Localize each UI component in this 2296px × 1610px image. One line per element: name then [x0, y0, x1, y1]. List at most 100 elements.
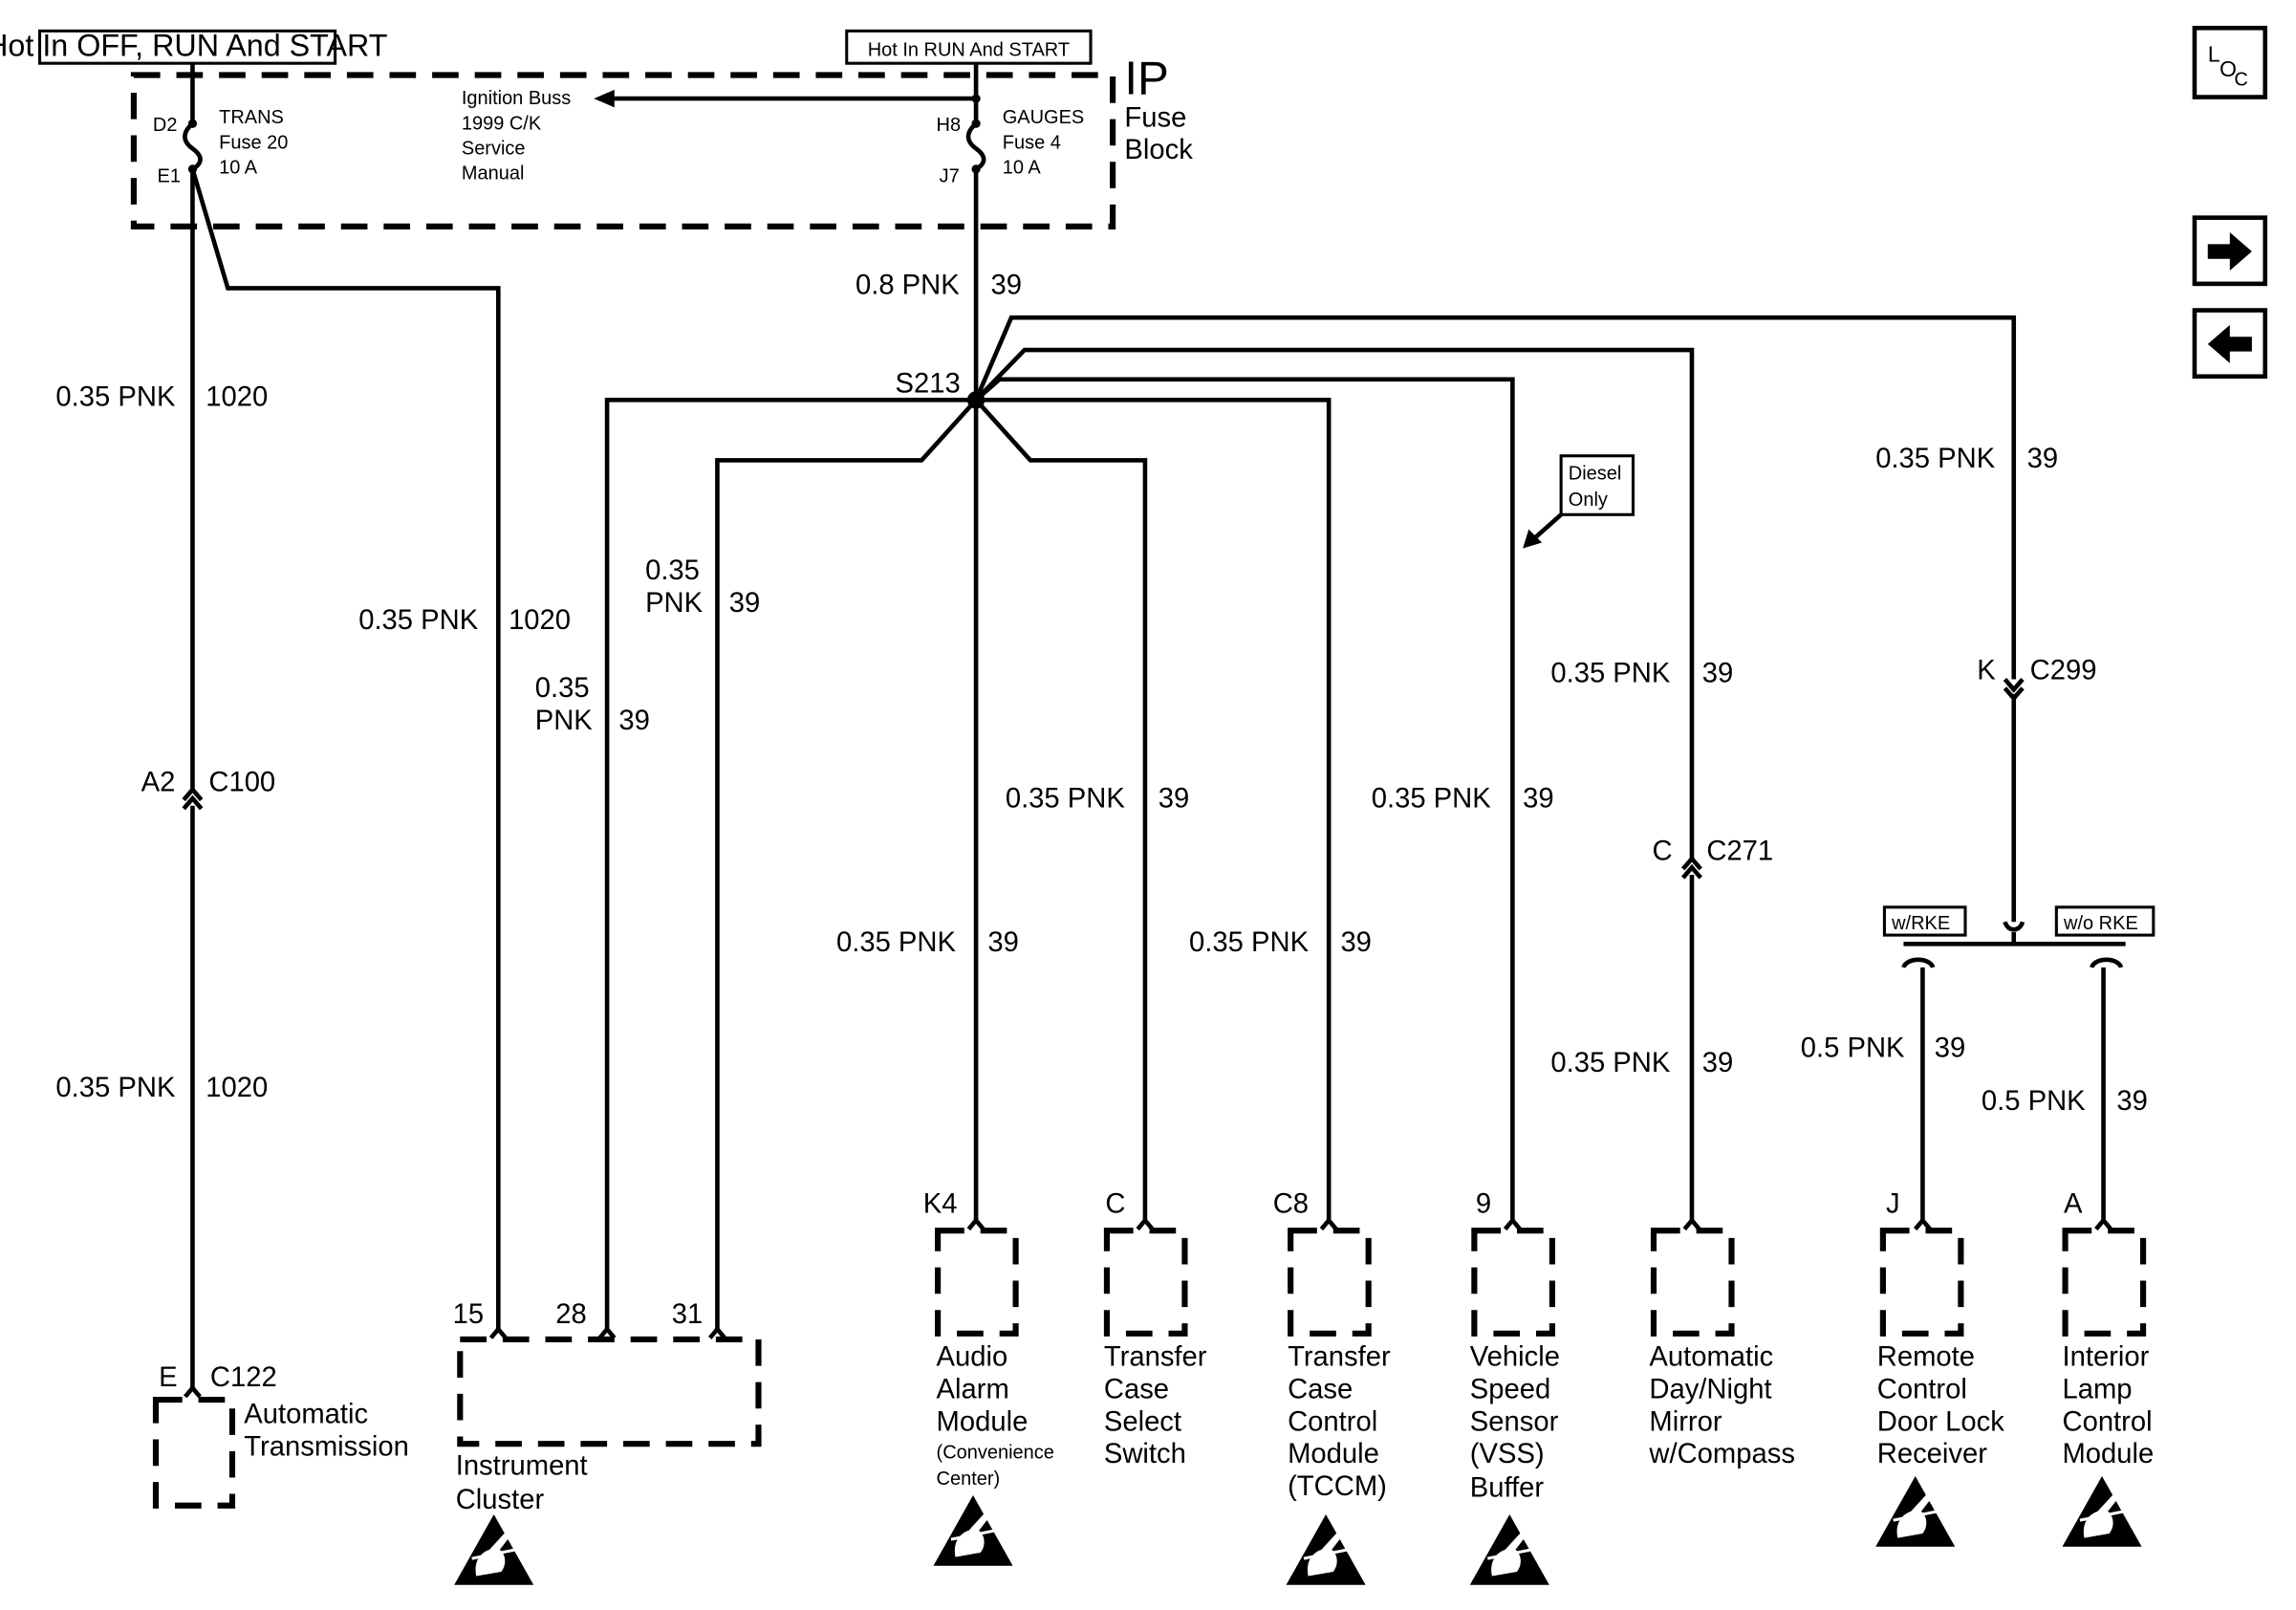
svg-text:Service: Service	[462, 139, 526, 160]
svg-text:Speed: Speed	[1470, 1374, 1550, 1404]
svg-text:9: 9	[1476, 1189, 1491, 1220]
svg-text:D2: D2	[153, 115, 178, 136]
svg-text:K4: K4	[923, 1189, 958, 1220]
component-instrument-cluster: 15 28 31 Instrument Cluster	[453, 1299, 762, 1587]
svg-text:Transmission: Transmission	[244, 1431, 409, 1462]
svg-text:C271: C271	[1706, 837, 1773, 867]
svg-text:C299: C299	[2030, 656, 2097, 686]
svg-text:E: E	[159, 1362, 177, 1393]
svg-text:Select: Select	[1104, 1406, 1181, 1437]
svg-text:Control: Control	[2062, 1406, 2152, 1437]
svg-text:39: 39	[1159, 783, 1189, 814]
svg-text:39: 39	[990, 271, 1021, 301]
arrow-left-icon	[2207, 324, 2252, 363]
svg-text:Buffer: Buffer	[1470, 1473, 1545, 1504]
esd-warning-icon	[1468, 1512, 1551, 1587]
svg-text:39: 39	[2116, 1086, 2147, 1117]
option-tag-without-rke: w/o RKE	[2054, 905, 2155, 937]
next-page-button[interactable]	[2192, 215, 2268, 287]
trans-fuse: D2 E1 TRANS Fuse 20 10 A	[153, 63, 288, 187]
svg-text:(TCCM): (TCCM)	[1288, 1471, 1387, 1502]
svg-text:Vehicle: Vehicle	[1470, 1342, 1560, 1373]
svg-text:Alarm: Alarm	[937, 1374, 1009, 1404]
svg-text:39: 39	[1340, 927, 1371, 958]
svg-text:Cluster: Cluster	[456, 1485, 545, 1515]
svg-text:Instrument: Instrument	[456, 1450, 588, 1481]
svg-text:0.8 PNK: 0.8 PNK	[856, 271, 960, 301]
svg-text:Receiver: Receiver	[1877, 1439, 1988, 1469]
svg-text:Transfer: Transfer	[1288, 1342, 1391, 1373]
svg-text:GAUGES: GAUGES	[1003, 107, 1085, 128]
svg-text:Module: Module	[937, 1406, 1029, 1437]
svg-text:Fuse 4: Fuse 4	[1003, 132, 1061, 153]
svg-text:39: 39	[1935, 1033, 1965, 1064]
svg-text:Ignition Buss: Ignition Buss	[462, 88, 571, 109]
svg-text:28: 28	[555, 1299, 586, 1330]
svg-text:C: C	[2234, 69, 2247, 90]
svg-text:0.35 PNK: 0.35 PNK	[1006, 783, 1126, 814]
svg-text:C8: C8	[1273, 1189, 1309, 1220]
svg-text:Fuse 20: Fuse 20	[219, 132, 288, 153]
svg-text:39: 39	[1523, 783, 1553, 814]
connector-c100: A2 C100	[141, 767, 276, 797]
svg-text:A: A	[2064, 1189, 2083, 1220]
hot-in-off-run-start-tag: Hot In OFF, RUN And START	[0, 29, 387, 65]
svg-text:Day/Night: Day/Night	[1649, 1374, 1771, 1404]
svg-text:0.35 PNK: 0.35 PNK	[1875, 444, 1996, 474]
svg-text:0.35 PNK: 0.35 PNK	[55, 381, 176, 412]
svg-text:Automatic: Automatic	[244, 1400, 368, 1430]
connector-c299: K C299	[1977, 656, 2096, 686]
svg-text:Fuse: Fuse	[1124, 102, 1186, 133]
wire-39-transfer-case-switch: 0.35 PNK 39	[974, 398, 1189, 1231]
svg-text:Control: Control	[1288, 1406, 1377, 1437]
svg-text:PNK: PNK	[645, 588, 704, 619]
loc-button[interactable]: L O C	[2192, 25, 2268, 99]
svg-text:C: C	[1652, 837, 1672, 867]
svg-text:31: 31	[672, 1299, 703, 1330]
prev-page-button[interactable]	[2192, 308, 2268, 380]
svg-text:0.35 PNK: 0.35 PNK	[1550, 1048, 1671, 1078]
connector-c271: C C271	[1652, 837, 1773, 867]
svg-text:39: 39	[729, 588, 760, 619]
svg-text:1020: 1020	[206, 381, 268, 412]
component-audio-alarm-module: K4 Audio Alarm Module (Convenience Cente…	[923, 1189, 1054, 1568]
svg-text:39: 39	[1702, 1048, 1733, 1078]
svg-text:Switch: Switch	[1104, 1439, 1186, 1469]
svg-text:39: 39	[618, 706, 649, 736]
svg-text:39: 39	[2027, 444, 2058, 474]
svg-text:0.35: 0.35	[535, 673, 590, 704]
component-transfer-case-select-switch: C Transfer Case Select Switch	[1104, 1189, 1207, 1469]
option-tag-with-rke: w/RKE	[1882, 905, 1967, 937]
wire-1020-cluster: 0.35 PNK 1020	[190, 168, 571, 1339]
svg-text:39: 39	[1702, 659, 1733, 689]
svg-text:0.35 PNK: 0.35 PNK	[1189, 927, 1310, 958]
svg-text:1020: 1020	[509, 605, 571, 636]
wire-39-c299: 0.35 PNK 39	[973, 315, 2126, 946]
svg-text:J7: J7	[940, 166, 960, 187]
svg-text:Door Lock: Door Lock	[1877, 1406, 2004, 1437]
svg-text:39: 39	[987, 927, 1018, 958]
svg-text:0.5 PNK: 0.5 PNK	[1982, 1086, 2086, 1117]
svg-text:0.35 PNK: 0.35 PNK	[358, 605, 479, 636]
svg-text:(Convenience: (Convenience	[937, 1443, 1054, 1464]
component-automatic-transmission: E C122 Automatic Transmission	[152, 1362, 409, 1509]
wire-39-mirror: 0.35 PNK 39 0.35 PNK 39	[974, 347, 1733, 1231]
svg-text:E1: E1	[158, 166, 181, 187]
ip-fuse-block: IP Fuse Block D2 E1 TRANS Fuse 20 10 A H…	[130, 52, 1193, 229]
svg-text:15: 15	[453, 1299, 484, 1330]
svg-text:C: C	[1105, 1189, 1125, 1220]
component-auto-day-night-mirror: Automatic Day/Night Mirror w/Compass	[1648, 1228, 1795, 1469]
wire-1020-trans: 0.35 PNK 1020 0.35 PNK 1020	[55, 168, 268, 1399]
svg-text:Only: Only	[1569, 490, 1608, 511]
component-rke-receiver: J Remote Control Door Lock Receiver	[1874, 1189, 2004, 1549]
svg-text:Transfer: Transfer	[1104, 1342, 1207, 1373]
svg-text:Module: Module	[2062, 1439, 2154, 1469]
svg-text:Automatic: Automatic	[1649, 1342, 1773, 1373]
svg-text:10 A: 10 A	[219, 158, 258, 179]
svg-text:Module: Module	[1288, 1439, 1379, 1469]
svg-text:Lamp: Lamp	[2062, 1374, 2132, 1404]
svg-text:L: L	[2208, 42, 2220, 67]
svg-text:1020: 1020	[206, 1073, 268, 1103]
component-tccm: C8 Transfer Case Control Module (TCCM)	[1273, 1189, 1391, 1587]
wire-39-cluster-31: 0.35 PNK 39	[645, 398, 978, 1339]
